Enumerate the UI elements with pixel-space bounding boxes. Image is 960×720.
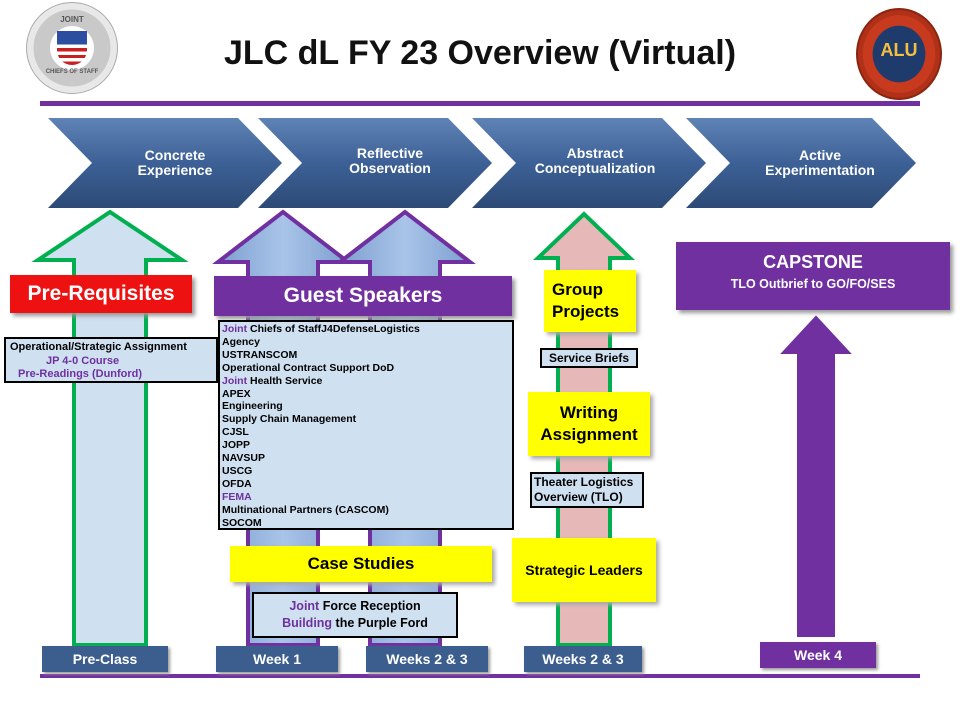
page-title: JLC dL FY 23 Overview (Virtual) — [223, 34, 737, 72]
pre-requisites-box: Operational/Strategic Assignment JP 4-0 … — [4, 337, 218, 383]
phase-line2: Observation — [349, 160, 431, 176]
guest-speaker-text: Multinational Partners (CASCOM) — [222, 503, 389, 516]
guest-speaker-item: FEMA — [222, 491, 510, 504]
case-line2-rest: the Purple Ford — [332, 616, 428, 630]
guest-speaker-item: Operational Contract Support DoD — [222, 362, 510, 375]
guest-speaker-item: CJSL — [222, 426, 510, 439]
pre-requisites-banner: Pre-Requisites — [10, 275, 192, 313]
prereq-line1: Operational/Strategic Assignment — [10, 341, 187, 353]
phase-reflective-observation: Reflective Observation — [320, 146, 460, 176]
guest-speaker-text: CJSL — [222, 426, 249, 439]
phase-line2: Experimentation — [765, 162, 875, 178]
alu-seal-letters: ALU — [880, 40, 918, 60]
prereq-line2: JP 4-0 Course — [46, 354, 120, 367]
service-briefs-box: Service Briefs — [540, 348, 638, 368]
guest-speaker-item: Joint Chiefs of StaffJ4DefenseLogistics — [222, 323, 510, 336]
guest-speaker-text: USCG — [222, 464, 253, 477]
guest-speaker-item: USTRANSCOM — [222, 349, 510, 362]
chevron-active-experimentation — [686, 118, 916, 208]
writing-line2: Assignment — [540, 425, 638, 444]
case-line2-prefix: Building — [282, 616, 333, 630]
bottom-divider — [40, 674, 920, 678]
week-label-pre-class: Pre-Class — [42, 646, 168, 672]
guest-speaker-item: Agency — [222, 336, 510, 349]
guest-speaker-item: USCG — [222, 465, 510, 478]
week-label-week4: Week 4 — [760, 642, 876, 668]
guest-speaker-item: Multinational Partners (CASCOM) — [222, 504, 510, 517]
phase-line2: Experience — [137, 162, 213, 178]
capstone-subtitle: TLO Outbrief to GO/FO/SES — [730, 277, 896, 291]
guest-speaker-text: OFDA — [222, 477, 252, 490]
case-studies-banner: Case Studies — [230, 546, 492, 582]
guest-speaker-item: Supply Chain Management — [222, 413, 510, 426]
guest-speaker-item: APEX — [222, 388, 510, 401]
guest-speaker-prefix: Joint — [222, 374, 248, 387]
case-line2: Building the Purple Ford — [260, 615, 450, 632]
alu-seal-icon: ALU — [856, 8, 942, 100]
guest-speaker-text: Engineering — [222, 400, 283, 413]
guest-speaker-text: NAVSUP — [222, 452, 265, 465]
strategic-leaders-banner: Strategic Leaders — [512, 538, 656, 602]
pre-class-arrow — [31, 209, 189, 647]
phase-active-experimentation: Active Experimentation — [750, 148, 890, 178]
guest-speaker-text: Chiefs of StaffJ4DefenseLogistics — [247, 323, 420, 335]
guest-speaker-text: USTRANSCOM — [222, 348, 298, 361]
guest-speaker-item: SOCOM — [222, 517, 510, 530]
guest-speaker-text: Agency — [222, 335, 260, 348]
phase-line1: Concrete — [144, 147, 206, 163]
guest-speaker-text: Operational Contract Support DoD — [222, 361, 395, 374]
guest-speaker-text: Supply Chain Management — [222, 413, 357, 426]
phase-line2: Conceptualization — [534, 160, 656, 176]
capstone-arrow — [775, 312, 857, 639]
case-line1: Joint Force Reception — [260, 598, 450, 615]
group-line2: Projects — [552, 302, 620, 321]
case-line1-prefix: Joint — [289, 599, 320, 613]
phase-concrete-experience: Concrete Experience — [110, 148, 240, 178]
tlo-line2: Overview (TLO) — [534, 490, 623, 504]
chevron-abstract-conceptualization — [472, 118, 706, 208]
capstone-banner: CAPSTONE TLO Outbrief to GO/FO/SES — [676, 242, 950, 310]
phase-line1: Abstract — [566, 145, 624, 161]
joint-seal-bottom-text: CHIEFS OF STAFF — [45, 69, 99, 75]
week-label-weeks-2-3-group: Weeks 2 & 3 — [524, 646, 642, 672]
tlo-line1: Theater Logistics — [534, 475, 634, 489]
guest-speaker-text: Health Service — [247, 374, 323, 387]
group-line1: Group — [552, 280, 603, 299]
prereq-line3: Pre-Readings (Dunford) — [18, 368, 143, 380]
week-label-weeks-2-3: Weeks 2 & 3 — [366, 646, 488, 672]
guest-speaker-text: SOCOM — [222, 516, 262, 529]
writing-line1: Writing — [559, 403, 619, 422]
case-studies-box: Joint Force Reception Building the Purpl… — [252, 592, 458, 638]
phase-line1: Reflective — [356, 145, 424, 161]
guest-speaker-item: Joint Health Service — [222, 375, 510, 388]
guest-speaker-item: NAVSUP — [222, 452, 510, 465]
case-line1-rest: Force Reception — [319, 599, 421, 613]
guest-speaker-item: OFDA — [222, 478, 510, 491]
phase-abstract-conceptualization: Abstract Conceptualization — [520, 146, 670, 176]
guest-speaker-item: Engineering — [222, 400, 510, 413]
chevron-concrete-experience — [48, 118, 282, 208]
capstone-title: CAPSTONE — [763, 252, 863, 272]
guest-speaker-text: JOPP — [222, 439, 251, 452]
writing-assignment-banner: Writing Assignment — [528, 392, 650, 456]
guest-speaker-item: JOPP — [222, 439, 510, 452]
joint-seal-top-text: JOINT — [60, 15, 84, 24]
week-label-week1: Week 1 — [216, 646, 338, 672]
chevron-reflective-observation — [258, 118, 492, 208]
group-projects-banner: Group Projects — [544, 270, 636, 332]
phase-line1: Active — [798, 147, 842, 163]
guest-speaker-prefix: Joint — [222, 323, 248, 335]
top-divider — [40, 101, 920, 106]
guest-speaker-text: APEX — [222, 387, 251, 400]
guest-speakers-banner: Guest Speakers — [214, 276, 512, 316]
joint-chiefs-seal-icon: JOINT CHIEFS OF STAFF — [26, 2, 118, 94]
guest-speaker-prefix: FEMA — [222, 490, 252, 503]
tlo-box: Theater Logistics Overview (TLO) — [530, 472, 644, 508]
